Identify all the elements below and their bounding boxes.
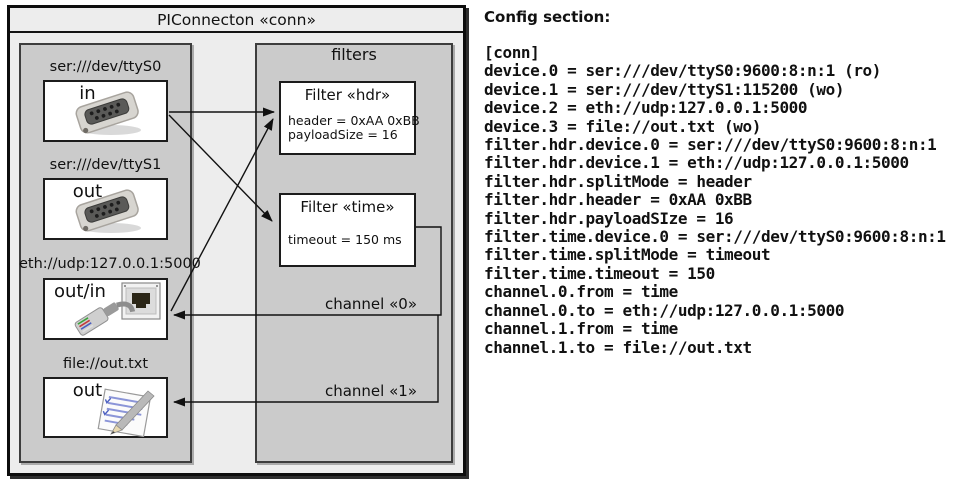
- device-direction: out/in: [54, 281, 106, 302]
- filter-time-params: timeout = 150 ms: [288, 232, 402, 247]
- serial-connector-icon: [75, 189, 141, 233]
- config-body: [conn] device.0 = ser:///dev/ttyS0:9600:…: [484, 43, 946, 357]
- piconnecton-diagram: PIConnecton «conn» filters ser:///dev/tt…: [7, 5, 466, 476]
- device-box-ser-ttys1: out: [43, 178, 168, 240]
- device-label-eth-udp: eth://udp:127.0.0.1:5000: [19, 256, 201, 272]
- channel-0-label: channel «0»: [324, 295, 417, 313]
- device-direction: in: [79, 83, 96, 104]
- device-label-file-out: file://out.txt: [62, 356, 149, 372]
- serial-connector-icon: [75, 91, 141, 135]
- filter-time-box: Filter «time» timeout = 150 ms: [279, 193, 416, 267]
- device-label-ser-ttys0: ser:///dev/ttyS0: [49, 59, 162, 75]
- channel-1-label: channel «1»: [324, 382, 417, 400]
- device-direction: out: [72, 380, 103, 401]
- filter-time-title: Filter «time»: [300, 198, 395, 216]
- device-box-ser-ttys0: in: [43, 80, 168, 142]
- notepad-icon: [97, 388, 155, 437]
- device-direction: out: [72, 181, 103, 202]
- device-box-eth-udp: out/in: [43, 278, 168, 340]
- device-label-ser-ttys1: ser:///dev/ttyS1: [49, 157, 162, 173]
- device-box-file-out: out: [43, 377, 168, 438]
- filter-hdr-params: header = 0xAA 0xBB payloadSize = 16: [288, 113, 420, 142]
- diagram-title: PIConnecton «conn»: [10, 8, 463, 33]
- ethernet-connector-icon: [74, 282, 161, 336]
- filters-panel-title: filters: [331, 45, 377, 64]
- config-heading: Config section:: [484, 8, 611, 26]
- filter-hdr-title: Filter «hdr»: [304, 86, 391, 104]
- filter-hdr-box: Filter «hdr» header = 0xAA 0xBB payloadS…: [279, 81, 420, 155]
